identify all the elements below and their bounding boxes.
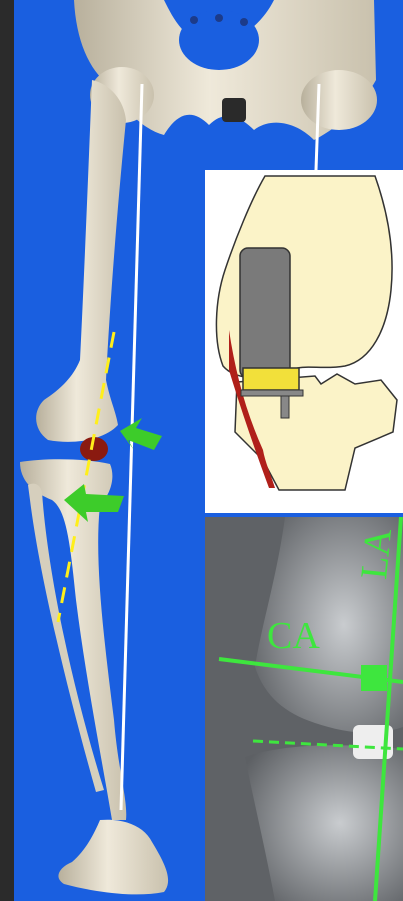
implant-insert xyxy=(243,368,299,390)
implant-stem xyxy=(240,248,290,378)
implant-tray xyxy=(241,390,303,396)
coronal-axis-label: CA xyxy=(267,617,320,655)
right-angle-marker xyxy=(361,665,387,691)
implant-schematic xyxy=(205,170,403,513)
compression-arrow-upper xyxy=(120,418,162,450)
foot xyxy=(58,820,168,895)
long-axis-label: LA xyxy=(355,527,398,581)
implant-keel xyxy=(281,396,289,418)
knee-implant-diagram xyxy=(205,170,403,513)
mechanical-axis-line xyxy=(121,84,142,810)
xray-image-panel: CA LA xyxy=(205,517,403,901)
femur xyxy=(36,80,126,442)
